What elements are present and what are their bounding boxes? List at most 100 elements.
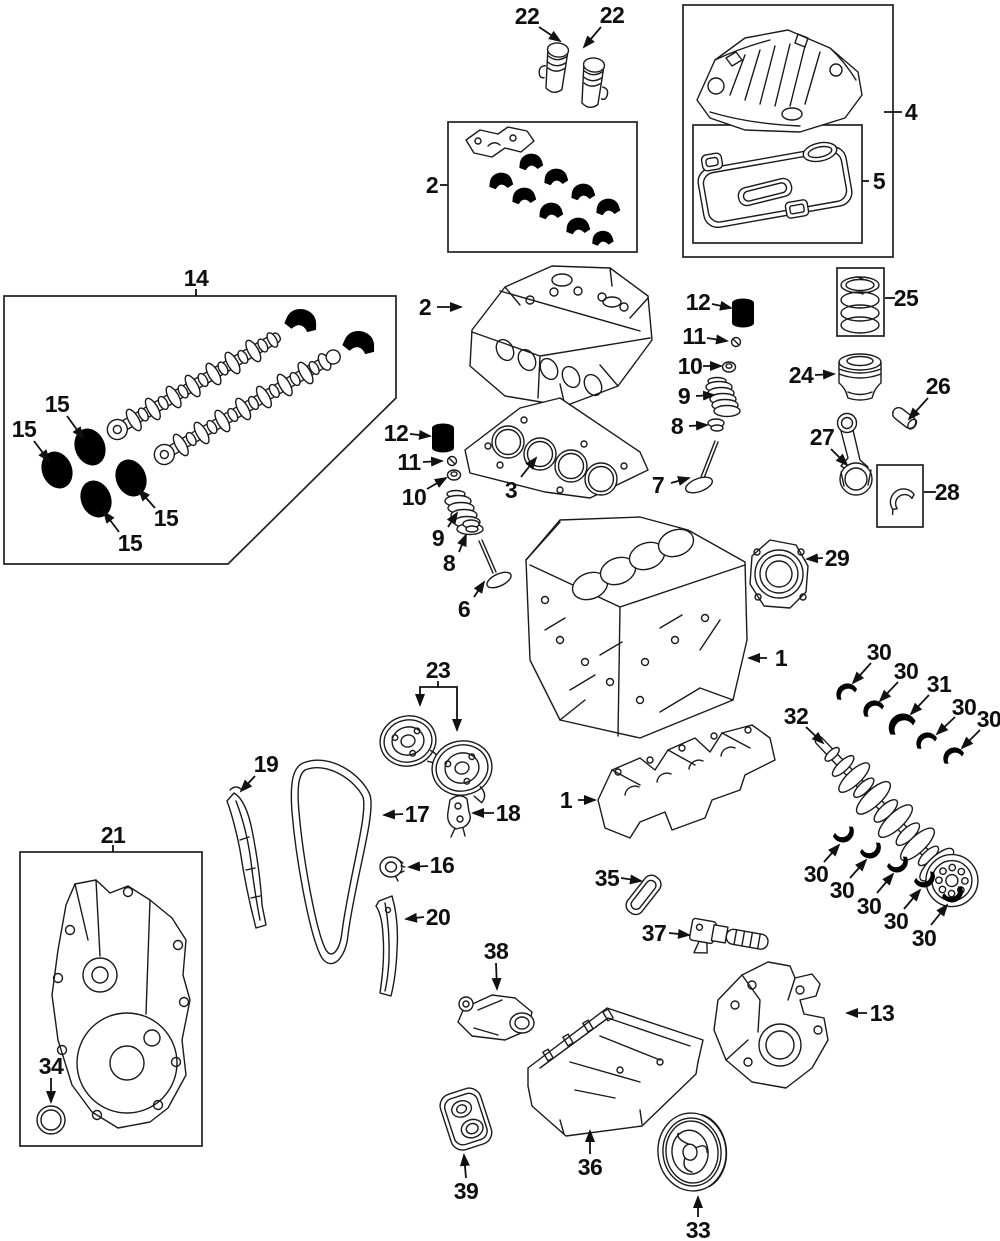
callout-number: 22 — [515, 3, 540, 29]
control-valve-gasket-art — [625, 874, 662, 916]
callout-number: 11 — [397, 449, 421, 475]
callout-number: 28 — [935, 479, 960, 505]
bearing-ladder-frame-art — [597, 724, 776, 839]
head-gasket-art — [464, 397, 649, 499]
callout-number: 22 — [600, 2, 625, 28]
leader-line — [446, 511, 459, 528]
callout-number: 30 — [867, 639, 892, 665]
callout-24-piston: 24 — [789, 362, 836, 388]
callout-38-oil-control-adapter: 38 — [484, 938, 509, 991]
callout-number: 34 — [39, 1053, 64, 1079]
leader-line — [582, 26, 602, 49]
leader-line — [851, 662, 872, 685]
callout-36-oil-pan: 36 — [578, 1129, 603, 1180]
callout-number: 5 — [873, 168, 886, 194]
callout-number: 29 — [825, 545, 850, 571]
leader-line — [960, 729, 981, 750]
callout-12-valve-tappet: 12 — [686, 289, 733, 315]
callout-number: 15 — [154, 505, 179, 531]
rear-main-seal-art — [749, 539, 809, 609]
callout-19-chain-guide: 19 — [239, 751, 279, 793]
callout-23-camshaft-sprockets: 23 — [415, 657, 462, 732]
callout-number: 20 — [426, 904, 451, 930]
leader-line — [459, 1153, 470, 1179]
leader-line — [695, 390, 716, 401]
callout-number: 6 — [458, 596, 470, 622]
callout-number: 10 — [402, 484, 427, 510]
callout-25-piston-ring-set: 25 — [885, 285, 919, 311]
callout-18-chain-tensioner: 18 — [471, 800, 521, 826]
callout-22-valve-stem-seal: 22 — [515, 3, 562, 43]
callout-10-spring-retainer: 10 — [678, 353, 723, 379]
callout-number: 8 — [671, 413, 684, 439]
callout-2-cylinder-head: 2 — [419, 294, 463, 320]
callout-number: 11 — [682, 323, 706, 349]
callout-30-main-bearing: 30 — [851, 639, 892, 685]
leader-line — [935, 716, 956, 736]
callout-39-oil-cooler-adapter: 39 — [454, 1153, 479, 1204]
valve-train-right-art — [684, 298, 754, 494]
leader-line — [688, 420, 709, 431]
callout-number: 30 — [830, 877, 855, 903]
callout-30-main-bearing: 30 — [960, 706, 1000, 750]
callout-28-rod-bearing: 28 — [924, 479, 960, 505]
leader-line — [876, 872, 895, 894]
vvt-solenoid-art — [688, 917, 769, 954]
leader-line — [903, 888, 922, 910]
tensioner-pulley-art — [379, 856, 406, 882]
leader-line — [404, 912, 425, 923]
leader-line — [805, 553, 824, 564]
camshafts-art — [35, 306, 378, 523]
callout-number: 24 — [789, 362, 814, 388]
callout-number: 31 — [927, 671, 952, 697]
callout-22-valve-stem-seal: 22 — [582, 2, 625, 49]
callout-20-chain-guide: 20 — [404, 904, 451, 930]
callout-8-spring-seat: 8 — [443, 533, 467, 576]
callout-4-valve-cover-kit: 4 — [884, 99, 918, 125]
callout-31-thrust-bearing: 31 — [909, 671, 952, 716]
group-box-rod-bearing — [876, 464, 924, 528]
callout-30-main-bearing: 30 — [878, 658, 919, 703]
oil-pan-art — [527, 1007, 704, 1137]
callout-number: 30 — [912, 925, 937, 951]
group-box-timing-cover — [19, 851, 203, 1147]
piston-pin-art — [892, 406, 918, 430]
callout-number: 8 — [443, 550, 456, 576]
leader-line — [706, 334, 729, 345]
callout-number: 21 — [101, 822, 126, 848]
callout-1-engine-block: 1 — [747, 645, 788, 671]
callout-number: 7 — [652, 472, 664, 498]
callout-number: 30 — [804, 861, 829, 887]
leader-line — [814, 369, 836, 380]
leader-line — [538, 26, 562, 43]
callout-number: 30 — [857, 893, 882, 919]
callout-15-seal-ring: 15 — [102, 510, 143, 556]
callout-number: 27 — [810, 424, 835, 450]
callout-number: 14 — [184, 265, 209, 291]
callout-30-main-bearing: 30 — [884, 888, 922, 934]
callout-9-valve-spring: 9 — [678, 383, 716, 409]
rod-bearing-art — [889, 488, 915, 516]
leader-line — [823, 843, 841, 863]
leader-line — [415, 681, 439, 707]
callout-number: 15 — [45, 391, 70, 417]
callout-7-exhaust-valve: 7 — [652, 472, 691, 498]
leader-line — [491, 962, 502, 991]
leader-line — [670, 476, 691, 486]
callout-33-crankshaft-pulley: 33 — [686, 1195, 711, 1241]
callout-29-rear-main-seal: 29 — [805, 545, 850, 571]
callout-1-bearing-ladder-frame: 1 — [560, 787, 597, 813]
oil-cooler-adapter-art — [439, 1087, 493, 1151]
connecting-rod-art — [836, 412, 873, 496]
callout-8-spring-seat: 8 — [671, 413, 709, 439]
callout-number: 30 — [894, 658, 919, 684]
piston-rings-art — [840, 276, 880, 334]
callout-number: 23 — [426, 657, 451, 683]
callout-number: 30 — [884, 908, 909, 934]
callout-3-head-gasket: 3 — [505, 456, 538, 503]
valve-train-left-art — [432, 423, 512, 589]
callout-number: 13 — [870, 1000, 895, 1026]
callout-number: 25 — [894, 285, 919, 311]
leader-line — [33, 440, 51, 463]
